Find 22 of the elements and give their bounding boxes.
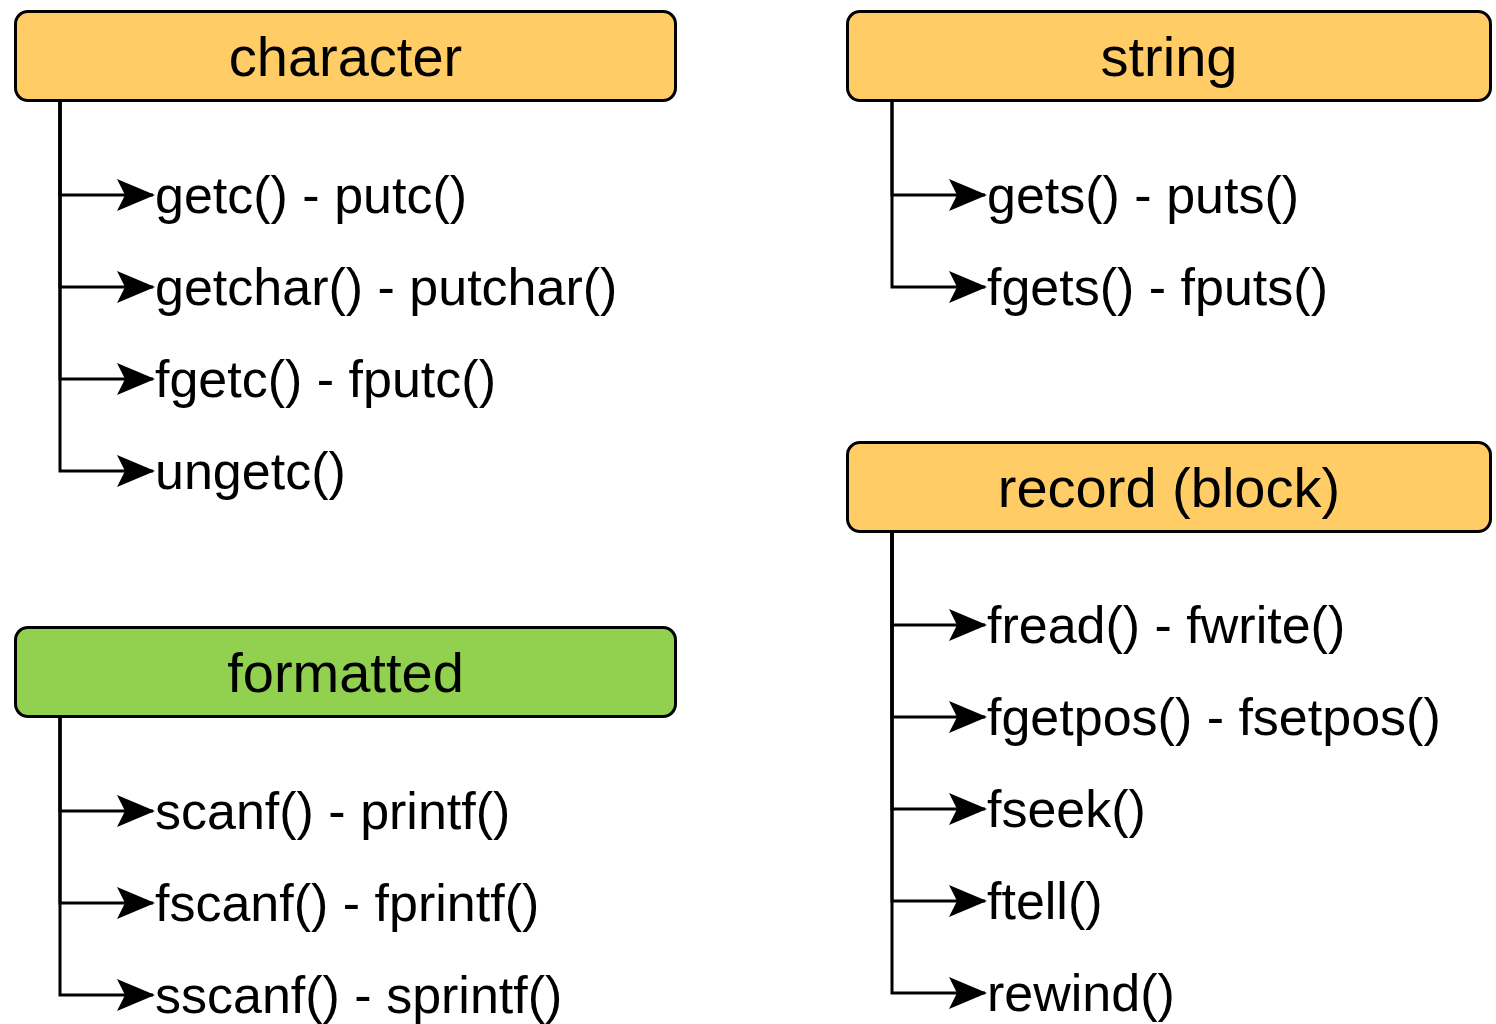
- function-label: ftell(): [987, 873, 1103, 929]
- arrow: [58, 102, 155, 487]
- function-label: gets() - puts(): [987, 167, 1300, 223]
- function-label: fgetc() - fputc(): [155, 351, 496, 407]
- category-header: character: [14, 10, 677, 102]
- arrow: [890, 102, 987, 303]
- function-label: fgets() - fputs(): [987, 259, 1328, 315]
- category-header: string: [846, 10, 1492, 102]
- function-label: fseek(): [987, 781, 1146, 837]
- category-header: formatted: [14, 626, 677, 718]
- arrow: [890, 533, 987, 1009]
- function-label: getc() - putc(): [155, 167, 468, 223]
- function-label: sscanf() - sprintf(): [155, 967, 563, 1023]
- function-label: getchar() - putchar(): [155, 259, 618, 315]
- function-label: fread() - fwrite(): [987, 597, 1346, 653]
- function-label: rewind(): [987, 965, 1175, 1021]
- function-label: scanf() - printf(): [155, 783, 511, 839]
- function-label: ungetc(): [155, 443, 346, 499]
- category-header: record (block): [846, 441, 1492, 533]
- arrow: [58, 718, 155, 1011]
- function-label: fgetpos() - fsetpos(): [987, 689, 1441, 745]
- function-label: fscanf() - fprintf(): [155, 875, 540, 931]
